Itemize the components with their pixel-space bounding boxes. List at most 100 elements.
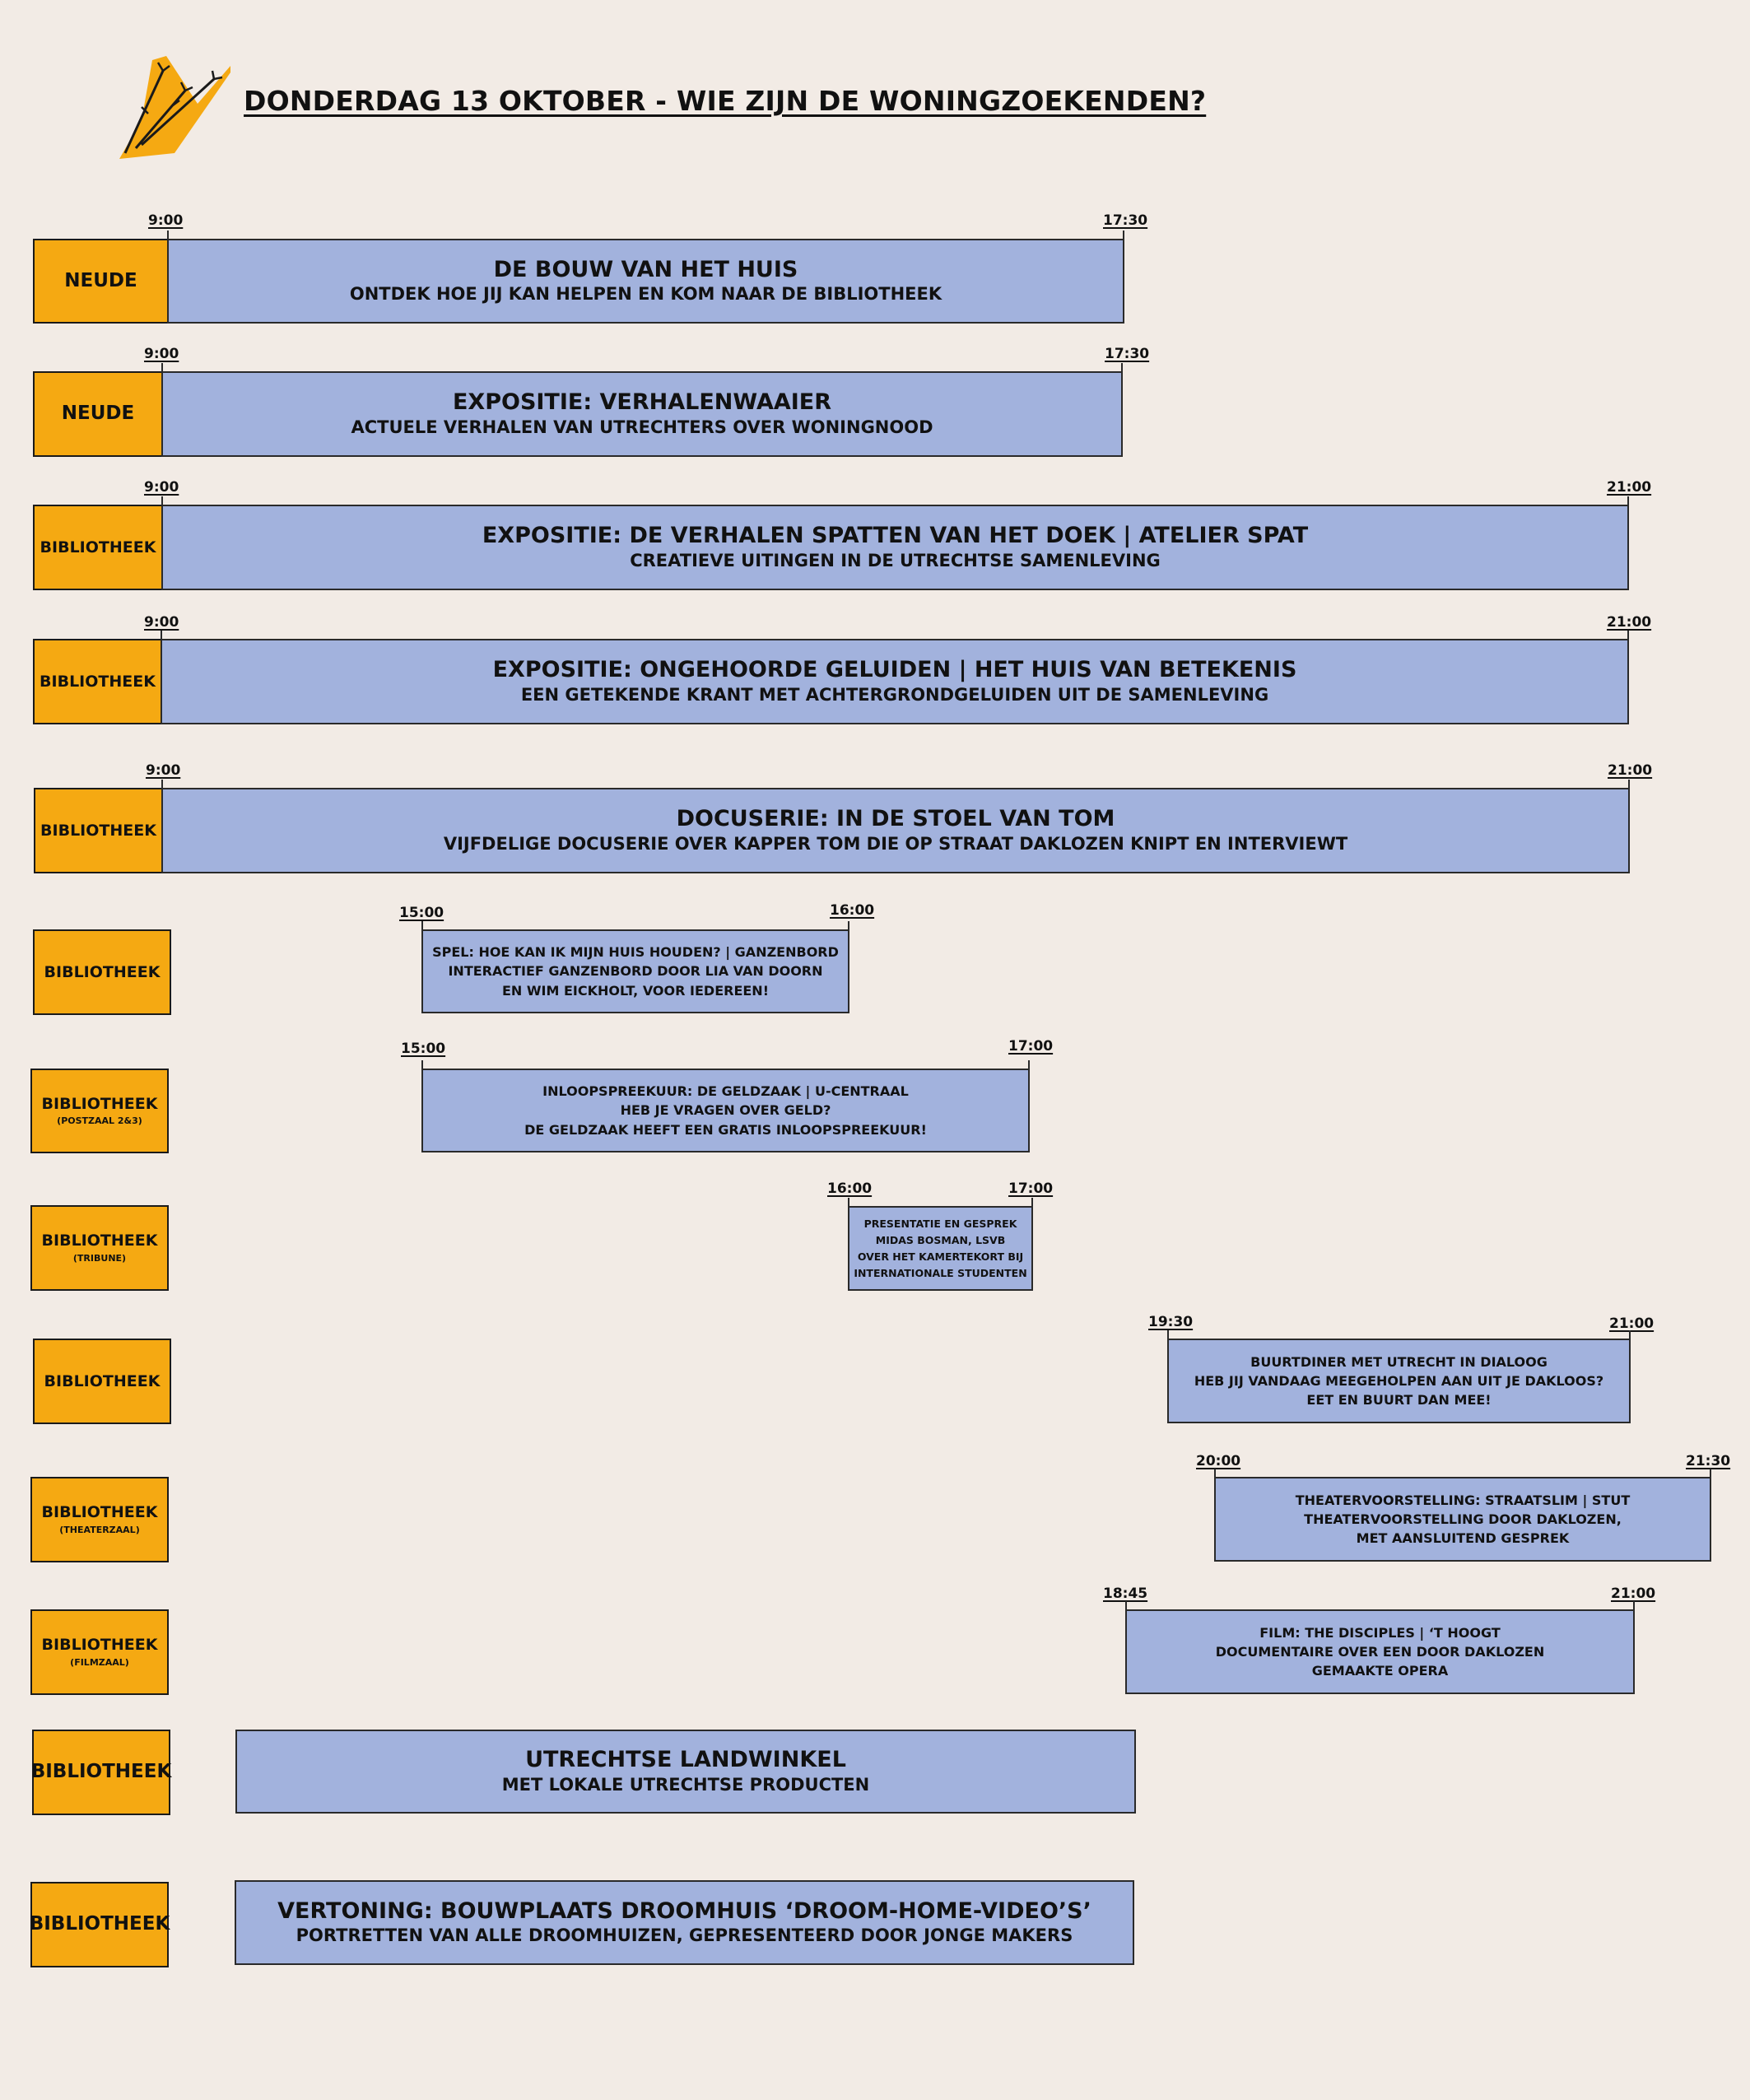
start-tick xyxy=(161,496,163,505)
logo xyxy=(115,56,235,163)
venue-box: BIBLIOTHEEK(FILMZAAL) xyxy=(30,1609,169,1695)
event-title: BUURTDINER MET UTRECHT IN DIALOOG xyxy=(1250,1353,1548,1370)
start-time: 9:00 xyxy=(144,614,179,631)
event-description: PORTRETTEN VAN ALLE DROOMHUIZEN, GEPRESE… xyxy=(296,1925,1073,1946)
event-description: HEB JE VRAGEN OVER GELD? xyxy=(620,1102,831,1119)
event-block[interactable]: INLOOPSPREEKUUR: DE GELDZAAK | U-CENTRAA… xyxy=(421,1069,1030,1152)
end-time: 17:30 xyxy=(1103,212,1148,229)
event-description: MET AANSLUITEND GESPREK xyxy=(1356,1530,1570,1547)
venue-box: BIBLIOTHEEK xyxy=(33,639,162,724)
end-time: 21:00 xyxy=(1611,1585,1656,1602)
venue-name: BIBLIOTHEEK xyxy=(41,1232,158,1250)
venue-name: BIBLIOTHEEK xyxy=(40,821,156,840)
page-title: DONDERDAG 13 OKTOBER - WIE ZIJN DE WONIN… xyxy=(244,85,1207,117)
start-time: 18:45 xyxy=(1103,1585,1148,1602)
venue-name: BIBLIOTHEEK xyxy=(41,1094,158,1113)
end-tick xyxy=(1629,1330,1631,1339)
end-time: 17:30 xyxy=(1105,346,1150,362)
event-block[interactable]: BUURTDINER MET UTRECHT IN DIALOOG HEB JIJ… xyxy=(1167,1339,1631,1423)
start-tick xyxy=(1125,1601,1127,1609)
end-time: 21:00 xyxy=(1609,1315,1655,1332)
end-time: 21:00 xyxy=(1607,614,1652,631)
venue-box: BIBLIOTHEEK xyxy=(30,1882,170,1967)
event-block[interactable]: VERTONING: BOUWPLAATS DROOMHUIS ‘DROOM-H… xyxy=(235,1880,1134,1965)
event-description: GEMAAKTE OPERA xyxy=(1311,1663,1449,1679)
start-time: 9:00 xyxy=(146,762,181,779)
venue-name: BIBLIOTHEEK xyxy=(44,1371,161,1390)
event-title: EXPOSITIE: DE VERHALEN SPATTEN VAN HET D… xyxy=(482,523,1309,549)
start-time: 9:00 xyxy=(144,346,179,362)
start-time: 9:00 xyxy=(148,212,184,229)
venue-room: (FILMZAAL) xyxy=(70,1656,129,1668)
venue-name: NEUDE xyxy=(61,403,135,425)
start-time: 16:00 xyxy=(827,1180,873,1197)
event-description: VIJFDELIGE DOCUSERIE OVER KAPPER TOM DIE… xyxy=(443,833,1348,854)
end-tick xyxy=(1627,631,1629,639)
event-block[interactable]: SPEL: HOE KAN IK MIJN HUIS HOUDEN? | GAN… xyxy=(421,929,849,1013)
event-description: EN WIM EICKHOLT, VOOR IEDEREEN! xyxy=(502,982,769,999)
venue-box: BIBLIOTHEEK (POSTZAAL 2&3) xyxy=(30,1069,169,1153)
venue-box: BIBLIOTHEEK xyxy=(33,505,163,590)
event-description: OVER HET KAMERTEKORT BIJ xyxy=(857,1250,1024,1263)
start-tick xyxy=(1167,1330,1169,1339)
start-tick xyxy=(848,1198,849,1206)
event-description: HEB JIJ VANDAAG MEEGEHOLPEN AAN UIT JE D… xyxy=(1194,1372,1604,1389)
event-title: INLOOPSPREEKUUR: DE GELDZAAK | U-CENTRAA… xyxy=(542,1083,909,1100)
event-description: ACTUELE VERHALEN VAN UTRECHTERS OVER WON… xyxy=(351,417,933,437)
event-description: ONTDEK HOE JIJ KAN HELPEN EN KOM NAAR DE… xyxy=(349,284,942,305)
venue-name: NEUDE xyxy=(64,269,137,291)
event-title: VERTONING: BOUWPLAATS DROOMHUIS ‘DROOM-H… xyxy=(277,1897,1091,1924)
event-description: DOCUMENTAIRE OVER EEN DOOR DAKLOZEN xyxy=(1215,1643,1545,1660)
start-time: 15:00 xyxy=(401,1041,446,1057)
event-description: EET EN BUURT DAN MEE! xyxy=(1306,1392,1492,1409)
event-title: EXPOSITIE: VERHALENWAAIER xyxy=(452,389,832,416)
venue-box: BIBLIOTHEEK xyxy=(33,929,171,1015)
end-time: 21:00 xyxy=(1607,479,1652,496)
venue-box: NEUDE xyxy=(33,239,169,324)
start-time: 15:00 xyxy=(399,905,444,921)
start-tick xyxy=(167,230,169,239)
start-time: 9:00 xyxy=(144,479,179,496)
event-description: CREATIEVE UITINGEN IN DE UTRECHTSE SAMEN… xyxy=(630,550,1161,570)
venue-name: BIBLIOTHEEK xyxy=(40,538,156,556)
venue-room: (POSTZAAL 2&3) xyxy=(57,1115,142,1127)
end-tick xyxy=(1123,230,1124,239)
end-tick xyxy=(1028,1060,1030,1069)
start-tick xyxy=(161,631,162,639)
event-description: MET LOKALE UTRECHTSE PRODUCTEN xyxy=(501,1774,870,1795)
end-tick xyxy=(1627,496,1629,505)
start-tick xyxy=(1214,1469,1216,1477)
end-tick xyxy=(848,921,849,929)
venue-name: BIBLIOTHEEK xyxy=(41,1636,158,1655)
start-tick xyxy=(421,1060,423,1069)
end-tick xyxy=(1121,363,1123,371)
start-time: 19:30 xyxy=(1148,1314,1194,1330)
end-time: 21:30 xyxy=(1686,1453,1731,1469)
start-tick xyxy=(161,363,163,371)
start-tick xyxy=(421,921,423,929)
end-tick xyxy=(1628,780,1630,788)
event-block[interactable]: EXPOSITIE: ONGEHOORDE GELUIDEN | HET HUI… xyxy=(161,639,1629,724)
event-title: EXPOSITIE: ONGEHOORDE GELUIDEN | HET HUI… xyxy=(492,657,1297,683)
end-tick xyxy=(1710,1469,1711,1477)
event-description: MIDAS BOSMAN, LSVB xyxy=(875,1233,1006,1246)
venue-name: BIBLIOTHEEK xyxy=(40,672,156,691)
event-title: DOCUSERIE: IN DE STOEL VAN TOM xyxy=(676,806,1115,832)
end-time: 21:00 xyxy=(1608,762,1653,779)
venue-box: BIBLIOTHEEK xyxy=(34,788,163,873)
end-time: 17:00 xyxy=(1008,1038,1054,1055)
venue-name: BIBLIOTHEEK xyxy=(44,962,161,981)
end-time: 17:00 xyxy=(1008,1180,1054,1197)
event-title: DE BOUW VAN HET HUIS xyxy=(493,256,798,282)
venue-box: NEUDE xyxy=(33,371,163,457)
start-tick xyxy=(161,780,163,788)
end-tick xyxy=(1031,1198,1033,1206)
event-block[interactable]: EXPOSITIE: DE VERHALEN SPATTEN VAN HET D… xyxy=(161,505,1629,590)
